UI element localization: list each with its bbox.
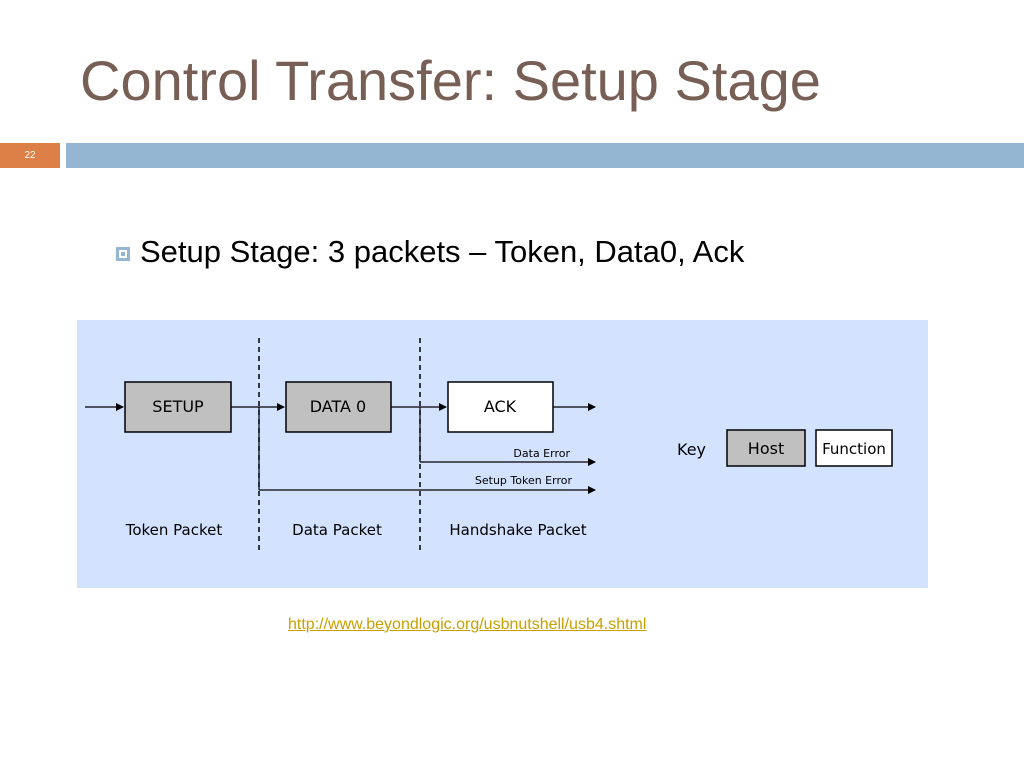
bullet-item: Setup Stage: 3 packets – Token, Data0, A…	[116, 234, 744, 270]
handshake-packet-label: Handshake Packet	[449, 521, 586, 539]
diagram-canvas: SETUP DATA 0 ACK Data Error Setup Token …	[85, 338, 893, 554]
token-packet-label: Token Packet	[125, 521, 223, 539]
slide-title: Control Transfer: Setup Stage	[80, 49, 821, 112]
bullet-text: Setup Stage: 3 packets – Token, Data0, A…	[140, 234, 745, 269]
key-host-label: Host	[748, 439, 784, 458]
title-accent-bar	[66, 143, 1024, 168]
data-packet-label: Data Packet	[292, 521, 382, 539]
data0-box-label: DATA 0	[310, 397, 366, 416]
key-host-box	[726, 429, 806, 467]
ack-box-label: ACK	[484, 397, 517, 416]
key-function-label: Function	[822, 440, 886, 458]
setup-token-error-label: Setup Token Error	[475, 474, 573, 487]
setup-box-label: SETUP	[152, 397, 204, 416]
data-error-label: Data Error	[513, 447, 570, 460]
source-link[interactable]: http://www.beyondlogic.org/usbnutshell/u…	[288, 616, 647, 633]
square-bullet-icon	[116, 247, 130, 261]
setup-stage-diagram: SETUP DATA 0 ACK Data Error Setup Token …	[77, 320, 928, 588]
data0-box	[285, 381, 392, 433]
setup-box	[124, 381, 232, 433]
key-label: Key	[677, 440, 706, 459]
ack-box	[447, 381, 554, 433]
key-function-box	[815, 429, 893, 467]
slide-number: 22	[0, 143, 60, 168]
